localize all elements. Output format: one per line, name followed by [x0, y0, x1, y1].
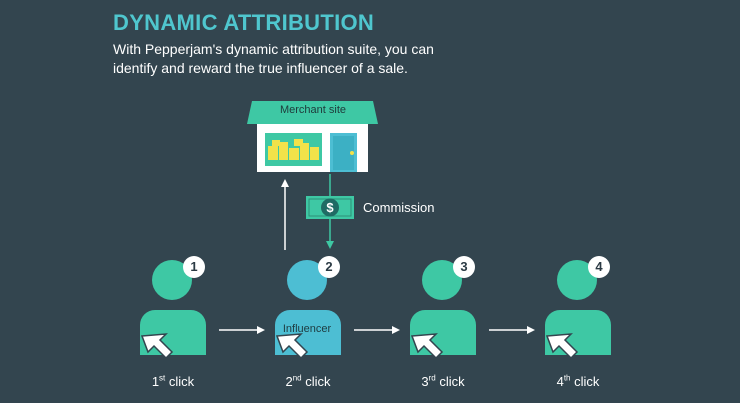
dollar-symbol: $	[326, 200, 334, 215]
click-word: click	[305, 374, 331, 389]
click-label-3: 3rd click	[393, 374, 493, 389]
click-ordinal: st	[159, 373, 166, 383]
click-number: 3	[421, 374, 429, 389]
click-number: 4	[556, 374, 564, 389]
badge-1: 1	[183, 256, 205, 278]
influencer-tag: Influencer	[282, 323, 332, 335]
arrow-1-to-2	[219, 326, 265, 334]
cursor-icon-2	[275, 333, 309, 360]
click-label-2: 2nd click	[258, 374, 358, 389]
click-ordinal: nd	[292, 373, 302, 383]
click-ordinal: th	[563, 373, 571, 383]
click-number: 1	[151, 374, 160, 389]
click-word: click	[168, 374, 195, 389]
dollar-bill-icon	[306, 196, 354, 219]
click-label-1: 1st click	[123, 374, 223, 389]
badge-4: 4	[588, 256, 610, 278]
click-label-4: 4th click	[528, 374, 628, 389]
cursor-icon-3	[410, 333, 444, 360]
click-ordinal: rd	[428, 373, 436, 383]
cursor-icon-4	[545, 333, 579, 360]
page-title: DYNAMIC ATTRIBUTION	[113, 10, 375, 35]
merchant-store-icon	[247, 101, 378, 172]
click-word: click	[439, 374, 465, 389]
cursor-icon-1	[140, 333, 174, 360]
click-number: 2	[285, 374, 293, 389]
page-subtitle: With Pepperjam's dynamic attribution sui…	[113, 41, 434, 76]
arrow-2-to-3	[354, 326, 400, 334]
badge-3: 3	[453, 256, 475, 278]
badge-2: 2	[318, 256, 340, 278]
click-word: click	[574, 374, 600, 389]
shop-window-products	[268, 139, 319, 160]
arrow-3-to-4	[489, 326, 535, 334]
commission-label: Commission	[363, 200, 435, 215]
store-label: Merchant site	[279, 104, 347, 116]
